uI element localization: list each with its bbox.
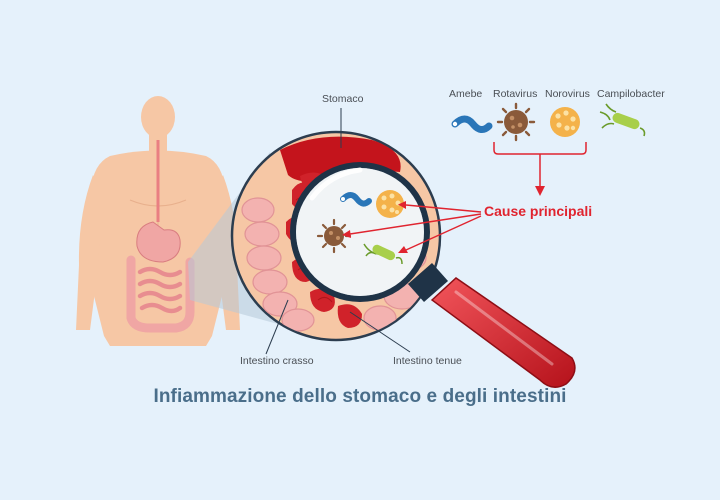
lens-campylobacter-icon (363, 243, 403, 265)
page-title: Infiammazione dello stomaco e degli inte… (153, 386, 567, 407)
large-intestine-label: Intestino crasso (240, 355, 314, 367)
pathogen-label-rotavirus: Rotavirus (493, 88, 538, 100)
pathogen-label-norovirus: Norovirus (545, 88, 590, 100)
lens-amoeba-icon (340, 192, 372, 207)
pathogen-label-amoeba: Amebe (449, 88, 483, 100)
lens-norovirus-icon (376, 190, 404, 218)
large-intestine-leader-line (265, 299, 289, 355)
legend-campylobacter-icon (599, 103, 646, 137)
human-torso-illustration (76, 96, 240, 346)
cause-arrows (342, 201, 482, 253)
pathogens-bracket (493, 142, 587, 155)
magnifier-handle (408, 263, 576, 388)
legend-amoeba-icon (451, 115, 493, 133)
main-causes-label: Cause principali (484, 203, 593, 219)
legend-norovirus-icon (550, 107, 580, 137)
cause-arrowhead-down (535, 186, 545, 196)
lens-rotavirus-icon (316, 218, 352, 254)
body-stomach-shape (136, 221, 181, 263)
small-intestine-label: Intestino tenue (393, 355, 462, 367)
pathogen-label-campylobacter: Campilobacter (597, 88, 665, 100)
small-intestine-leader-line (349, 311, 411, 353)
stomach-label: Stomaco (322, 93, 364, 105)
legend-rotavirus-icon (496, 102, 536, 142)
